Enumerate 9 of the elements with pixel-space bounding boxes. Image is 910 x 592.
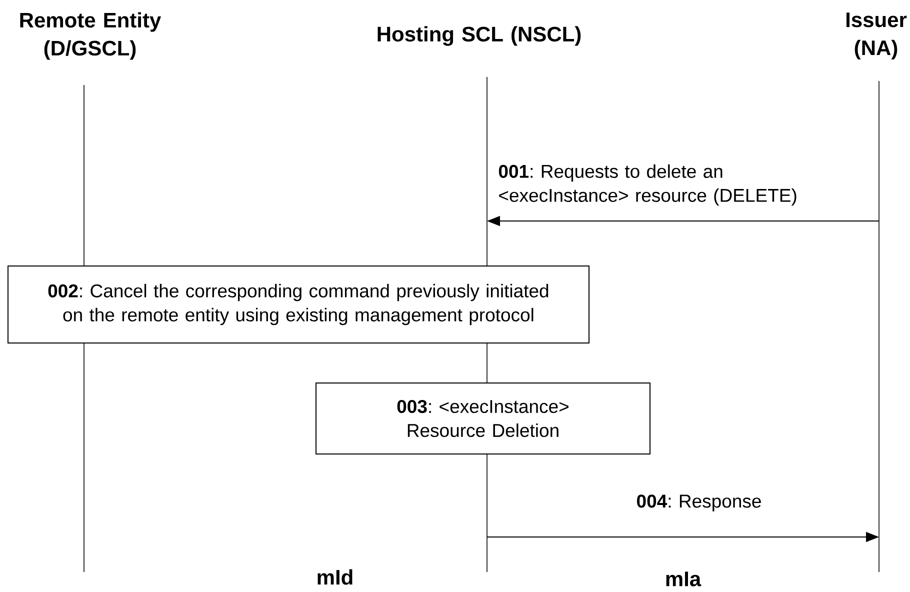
message-label: 004: Response [637, 494, 761, 512]
participant-label: Hosting SCL (NSCL) [378, 26, 581, 46]
reference-point-label: mIa [666, 572, 702, 586]
participant-label: Issuer (NA) [846, 12, 907, 60]
reference-point-label: mId [318, 569, 352, 585]
message-label: 001: Requests to delete an <execInstance> resource (DELETE) [498, 164, 796, 206]
participant-label: Remote Entity (D/GSCL) [20, 12, 162, 60]
process-box: 002: Cancel the corresponding command previously initiated on the remote entity using existing management protocol [8, 266, 590, 344]
process-box: 003: <execInstance> Resource Deletion [316, 382, 650, 454]
